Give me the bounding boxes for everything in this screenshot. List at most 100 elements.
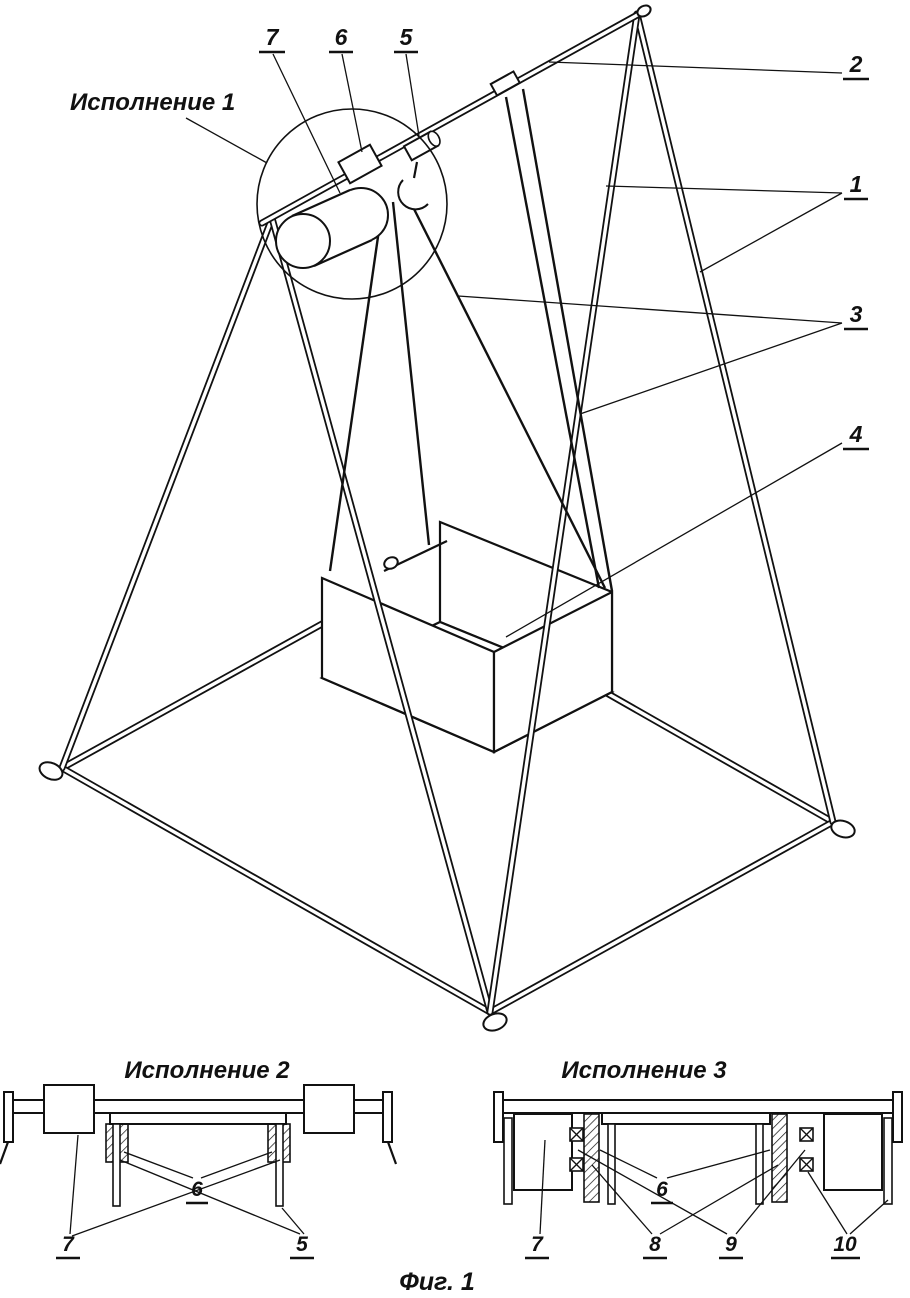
rope-back: [391, 201, 431, 546]
v2-right-end-plate: [382, 1091, 393, 1143]
callout-leader-a: [591, 1164, 653, 1235]
variant3-label: Исполнение 3: [561, 1057, 727, 1084]
callout-leader-a: [119, 1159, 301, 1235]
callout-leader-b: [71, 1159, 281, 1237]
callout-number: 10: [833, 1233, 857, 1256]
winch-detail: [256, 108, 448, 300]
callout-number: 6: [335, 24, 348, 50]
foot-front: [482, 1012, 508, 1032]
callout-leader-b: [200, 1151, 273, 1179]
callout-leader-b: [849, 1199, 889, 1235]
callout-leader-a: [807, 1171, 848, 1235]
v3-bolt-left-lower: [569, 1157, 584, 1172]
callout-v2-5: 5: [119, 1159, 314, 1260]
hook-link: [412, 161, 419, 179]
box-wall-front-right: [492, 590, 614, 754]
v3-right-outer-strip: [883, 1117, 893, 1205]
suspension-clamp: [489, 70, 522, 97]
v3-bolt-left-upper: [569, 1127, 584, 1142]
variant3-section: Исполнение 3 6: [493, 1057, 903, 1260]
figure-caption: Фиг. 1: [399, 1268, 475, 1296]
trolley-cylinder: [402, 130, 441, 162]
v2-carriage-plate: [109, 1112, 287, 1125]
callout-main-7: 7: [259, 24, 341, 194]
drum-near-end: [275, 213, 331, 269]
callout-v2-7: 7: [56, 1134, 281, 1260]
callout-leader-a: [605, 185, 843, 194]
callout-leader-b: [666, 1149, 771, 1179]
callout-leader-b: [281, 1207, 305, 1235]
callout-main-2: 2: [548, 51, 869, 81]
foot-right: [830, 819, 856, 839]
callout-main-1: 1: [605, 171, 868, 273]
rope-right: [410, 204, 607, 589]
leg-right-outer: [633, 10, 837, 826]
callout-leader-a: [457, 295, 843, 324]
callout-main-5: 5: [394, 24, 420, 137]
v2-right-roller: [303, 1084, 355, 1134]
feet: [38, 761, 856, 1032]
v3-left-outer-strip: [503, 1117, 513, 1205]
variant1-annotation: Исполнение 1: [70, 89, 268, 164]
v3-right-end-plate: [892, 1091, 903, 1143]
callout-leader: [539, 1139, 546, 1235]
v3-right-cheek: [755, 1123, 764, 1205]
beam-bracket: [337, 143, 383, 185]
callout-v3-9: 9: [577, 1149, 806, 1260]
callout-number: 5: [296, 1233, 308, 1256]
v2-left-leg-stub: [0, 1141, 10, 1165]
callout-leader-b: [699, 192, 843, 273]
drum-body-bottom: [313, 238, 373, 268]
callout-leader: [548, 61, 843, 74]
v3-right-side-plate: [823, 1113, 883, 1191]
callout-leader-a: [123, 1151, 194, 1179]
callout-leader-a: [69, 1134, 79, 1235]
beam-end-cap: [636, 4, 652, 18]
foot-left: [38, 761, 64, 781]
v3-left-cheek: [607, 1123, 616, 1205]
v2-left-cheek: [112, 1123, 121, 1207]
callout-leader: [505, 442, 843, 638]
v2-left-end-plate: [3, 1091, 14, 1143]
callout-number: 5: [400, 24, 414, 50]
callout-leader: [341, 53, 363, 153]
callout-number: 6: [191, 1178, 203, 1201]
leg-left-front: [58, 214, 276, 772]
box-hanger-peg: [383, 556, 399, 570]
callout-v3-8: 8: [591, 1164, 779, 1260]
main-view: Исполнение 1 7 6 5 2 1: [38, 4, 869, 1032]
base-edge-front-right: [486, 818, 837, 1016]
callout-main-3: 3: [457, 295, 868, 415]
callout-number: 9: [725, 1233, 737, 1256]
callout-leader-a: [577, 1149, 728, 1235]
v3-bolt-right-upper: [799, 1127, 814, 1142]
v3-carriage-plate: [601, 1112, 771, 1125]
callout-number: 7: [266, 24, 280, 50]
callout-number: 1: [850, 171, 863, 197]
drum-body-top: [291, 188, 351, 218]
cradle-box: [319, 520, 615, 754]
detail-circle: [256, 108, 448, 300]
callout-leader-a: [599, 1149, 658, 1179]
leg-right-inner: [486, 10, 641, 1016]
leg-left-inner: [268, 214, 494, 1016]
variant2-label: Исполнение 2: [124, 1057, 290, 1084]
base-edge-front-left: [58, 764, 494, 1016]
callout-v3-10: 10: [807, 1171, 889, 1260]
callout-main-6: 6: [329, 24, 363, 153]
callout-leader-b: [659, 1164, 779, 1235]
callout-number: 3: [850, 301, 863, 327]
callout-leader: [405, 53, 420, 137]
callout-leader-b: [579, 322, 843, 415]
v2-right-cheek: [275, 1123, 284, 1207]
rope-left: [328, 201, 385, 572]
v3-beam: [499, 1099, 897, 1114]
callout-leader: [272, 53, 341, 194]
v3-right-hatch-column: [771, 1113, 788, 1203]
drum: [275, 187, 389, 269]
hook: [397, 179, 429, 211]
suspension-rod-2: [521, 88, 614, 592]
v2-left-roller: [43, 1084, 95, 1134]
